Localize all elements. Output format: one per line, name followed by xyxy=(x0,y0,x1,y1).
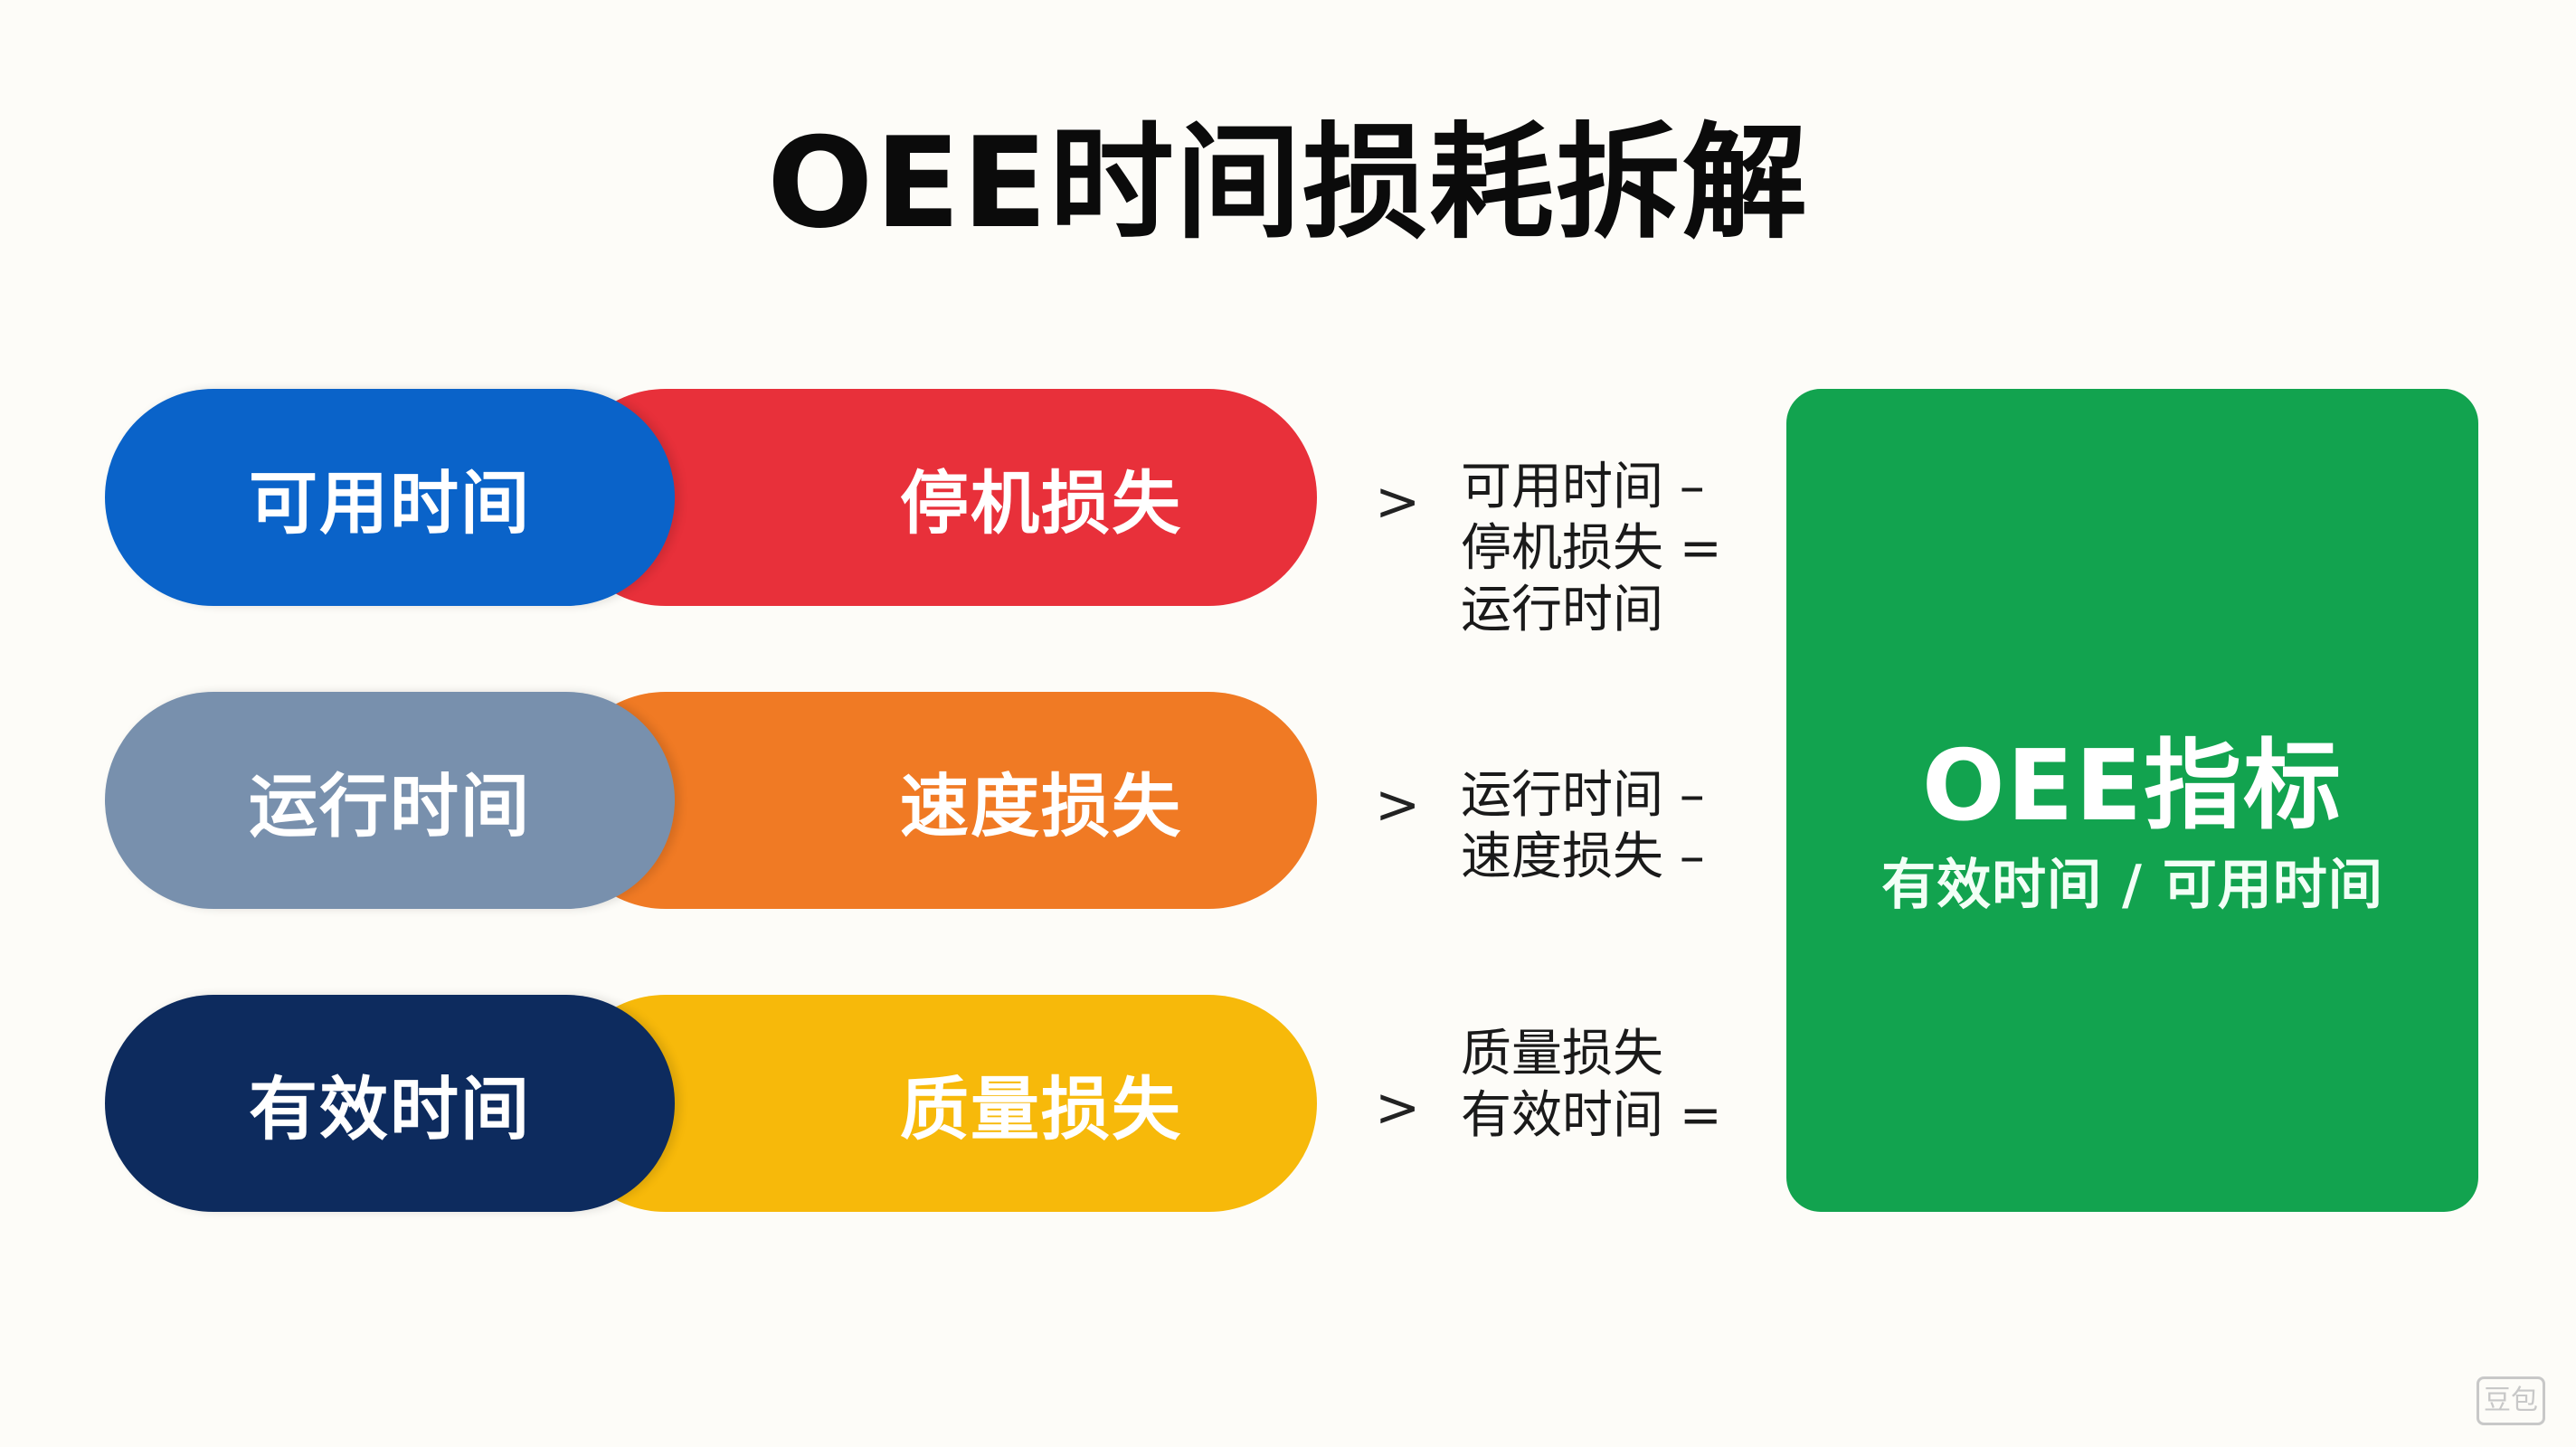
loss-pill-downtime: 停机损失 xyxy=(557,389,1317,606)
loss-pill-speed: 速度损失 xyxy=(557,692,1317,909)
formula-line: 质量损失 xyxy=(1461,1025,1663,1083)
time-pill-label: 可用时间 xyxy=(249,463,531,544)
formula-line: 有效时间 = xyxy=(1461,1086,1722,1145)
formula-line: 速度损失 – xyxy=(1461,828,1705,886)
loss-pill-quality: 质量损失 xyxy=(557,995,1317,1212)
formula-availability: 可用时间 – 停机损失 = 运行时间 xyxy=(1461,457,1722,641)
oee-metric-box: OEE指标 有效时间 / 可用时间 xyxy=(1786,389,2478,1212)
page-title: OEE时间损耗拆解 xyxy=(767,110,1809,256)
oee-metric-formula: 有效时间 / 可用时间 xyxy=(1881,854,2383,917)
oee-metric-title: OEE指标 xyxy=(1921,730,2344,843)
arrow-gt: > xyxy=(1375,773,1421,837)
loss-pill-label: 停机损失 xyxy=(900,463,1182,544)
loss-row-availability: 停机损失 可用时间 xyxy=(105,389,1317,606)
time-pill-available: 可用时间 xyxy=(105,389,675,606)
time-pill-label: 有效时间 xyxy=(249,1069,531,1149)
loss-row-performance: 速度损失 运行时间 xyxy=(105,692,1317,909)
loss-row-quality: 质量损失 有效时间 xyxy=(105,995,1317,1212)
formula-line: 运行时间 xyxy=(1461,581,1663,639)
loss-pill-label: 质量损失 xyxy=(900,1069,1182,1149)
arrow-gt: > xyxy=(1375,470,1421,534)
formula-quality: 质量损失 有效时间 = xyxy=(1461,1024,1722,1147)
formula-line: 停机损失 = xyxy=(1461,519,1722,578)
watermark-logo: 豆包 xyxy=(2477,1376,2545,1425)
time-pill-label: 运行时间 xyxy=(249,766,531,846)
time-pill-effective: 有效时间 xyxy=(105,995,675,1212)
loss-pill-label: 速度损失 xyxy=(900,766,1182,846)
formula-line: 可用时间 – xyxy=(1461,458,1705,516)
formula-line: 运行时间 – xyxy=(1461,766,1705,825)
time-pill-running: 运行时间 xyxy=(105,692,675,909)
formula-performance: 运行时间 – 速度损失 – xyxy=(1461,765,1705,888)
arrow-gt: > xyxy=(1375,1076,1421,1140)
